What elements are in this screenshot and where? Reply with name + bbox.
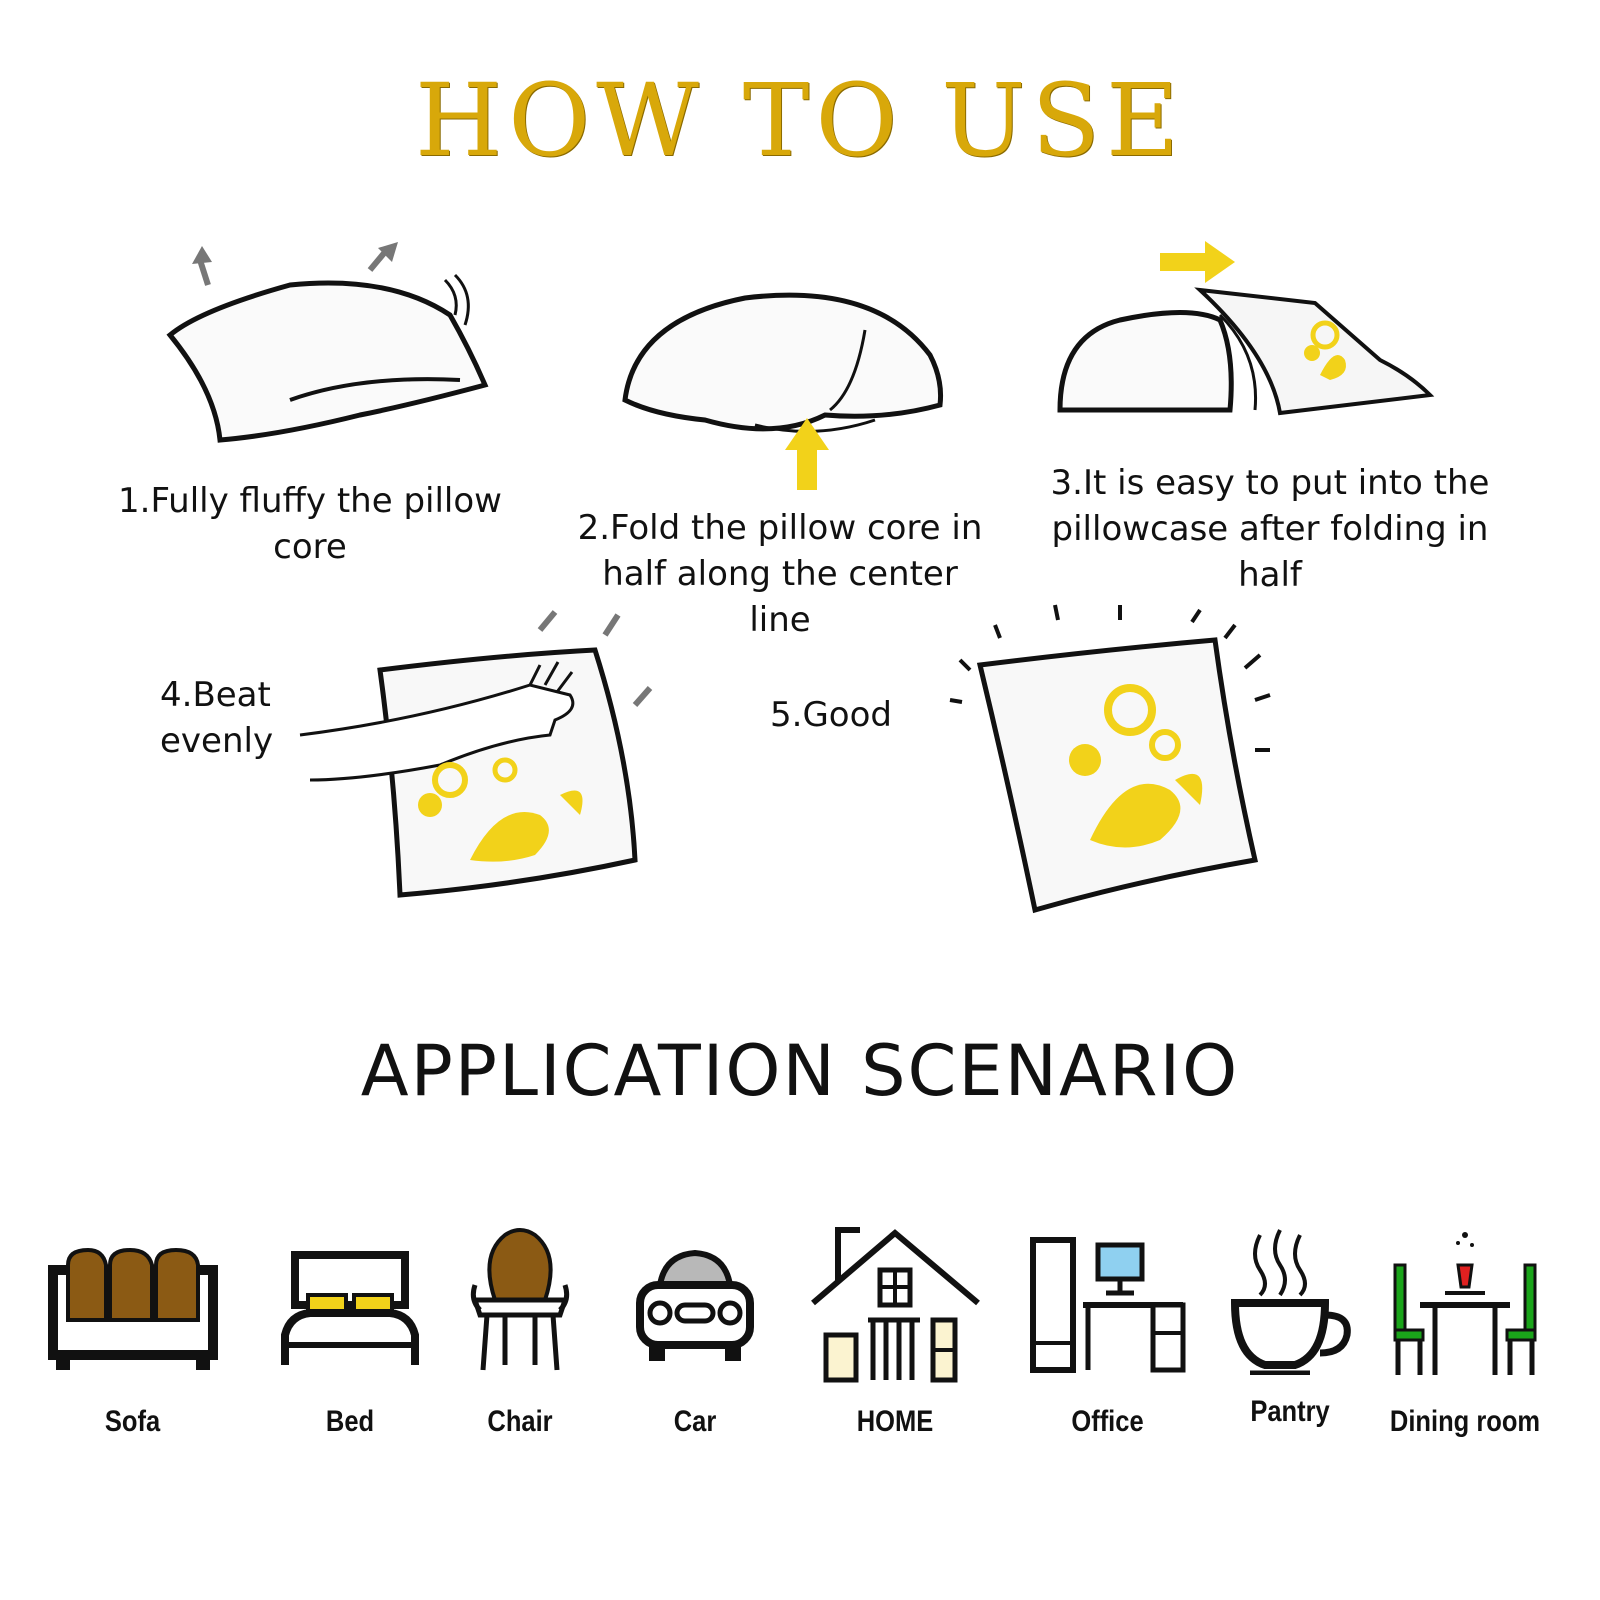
fluffed-pillow-illustration xyxy=(166,242,489,443)
scenario-pantry-label: Pantry xyxy=(1250,1395,1330,1428)
coffee-cup-icon xyxy=(1230,1229,1351,1375)
scenario-office-label: Office xyxy=(1071,1405,1144,1438)
scenario-chair: Chair xyxy=(460,1225,580,1439)
pillowcase-insert-illustration xyxy=(1057,241,1435,416)
scenario-car: Car xyxy=(630,1225,760,1439)
scenario-home: HOME xyxy=(805,1225,985,1439)
scenario-dining-room-label: Dining room xyxy=(1389,1405,1541,1438)
scenario-bed-label: Bed xyxy=(325,1405,375,1438)
beating-pillow-illustration xyxy=(299,610,653,898)
dining-table-icon xyxy=(1393,1232,1537,1375)
folded-pillow-illustration xyxy=(622,292,943,490)
scenario-sofa: Sofa xyxy=(40,1225,225,1439)
house-icon xyxy=(810,1227,980,1383)
scenario-pantry: Pantry xyxy=(1220,1225,1360,1429)
scenario-bed: Bed xyxy=(275,1225,425,1439)
finished-pillow-illustration xyxy=(949,604,1271,914)
scenario-sofa-label: Sofa xyxy=(104,1405,161,1438)
sofa-icon xyxy=(47,1247,218,1370)
step-2-label: 2.Fold the pillow core in half along the… xyxy=(577,508,983,640)
scenario-dining-room: Dining room xyxy=(1375,1225,1555,1439)
step-4-label: 4.Beat evenly xyxy=(160,675,274,761)
car-icon xyxy=(636,1249,754,1361)
office-desk-icon xyxy=(1029,1237,1185,1373)
page-title: HOW TO USE xyxy=(414,62,1185,179)
step-1-label: 1.Fully fluffy the pillow core xyxy=(118,481,502,567)
scenario-home-label: HOME xyxy=(856,1405,934,1438)
step-5-label: 5.Good xyxy=(770,695,892,735)
step-3-label: 3.It is easy to put into the pillowcase … xyxy=(1050,463,1490,595)
bed-icon xyxy=(281,1251,419,1365)
scenario-chair-label: Chair xyxy=(487,1405,553,1438)
scenario-office: Office xyxy=(1025,1225,1190,1439)
scenario-car-label: Car xyxy=(673,1405,717,1438)
chair-icon xyxy=(470,1228,570,1371)
section-title: APPLICATION SCENARIO xyxy=(360,1030,1240,1112)
